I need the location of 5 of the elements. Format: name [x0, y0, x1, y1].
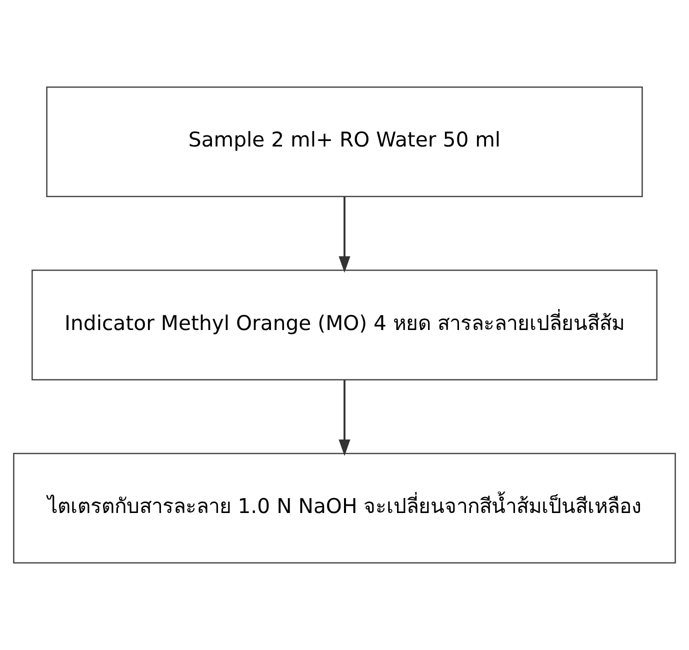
arrow [338, 196, 350, 273]
node-box: ไตเตรตกับสารละลาย 1.0 N NaOH จะเปลี่ยนจากสีน้ำส้มเป็นสีเหลือง [13, 452, 676, 564]
node-box: Sample 2 ml+ RO Water 50 ml [46, 86, 643, 198]
arrow [338, 380, 350, 456]
node-box: Indicator Methyl Orange (MO) 4 หยด สารละลายเปลี่ยนสีส้ม [32, 270, 658, 380]
